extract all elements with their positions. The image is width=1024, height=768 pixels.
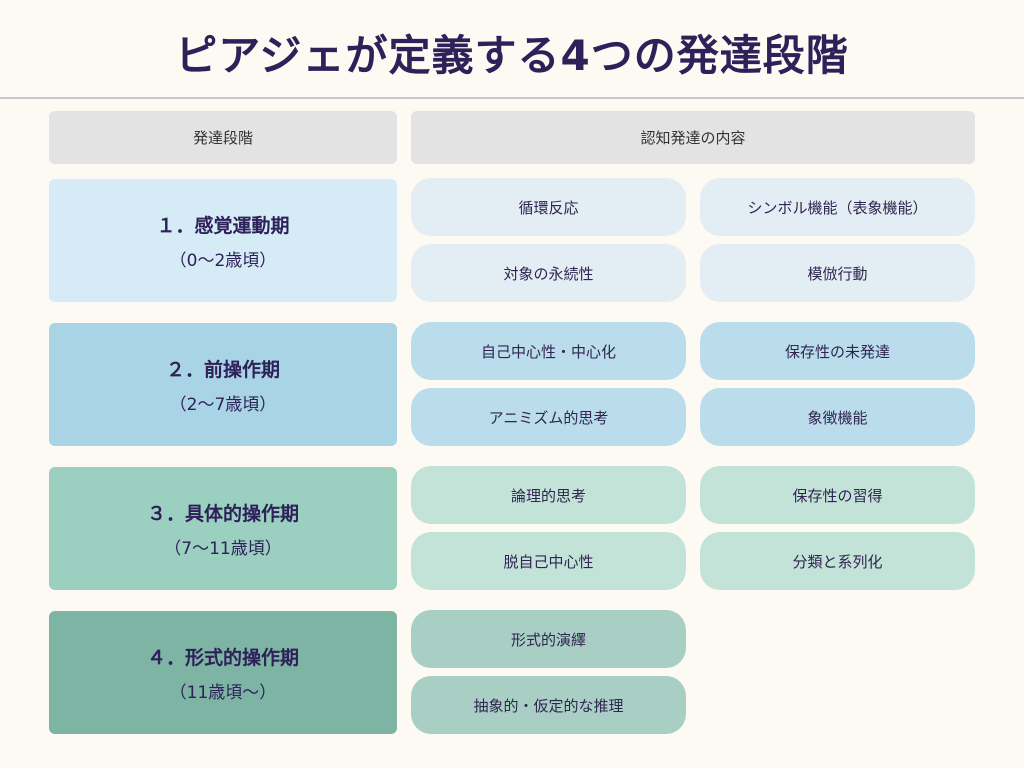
stage-2-name: ２．前操作期 xyxy=(165,358,280,381)
stage-2-age: （2〜7歳頃） xyxy=(169,394,277,415)
stage-2-item-2: 保存性の未発達 xyxy=(700,322,975,380)
stage-1-item-1: 循環反応 xyxy=(411,178,686,236)
stage-2-item-3: アニミズム的思考 xyxy=(411,388,686,446)
stage-3-item-4: 分類と系列化 xyxy=(700,532,975,590)
stage-2-item-4: 象徴機能 xyxy=(700,388,975,446)
page-title: ピアジェが定義する4つの発達段階 xyxy=(175,31,849,80)
stage-3-item-1: 論理的思考 xyxy=(411,466,686,524)
stage-1-name: １．感覚運動期 xyxy=(156,214,290,237)
stage-1-item-3: 対象の永続性 xyxy=(411,244,686,302)
stage-1-box: １．感覚運動期 （0〜2歳頃） xyxy=(49,179,397,302)
stage-2-box: ２．前操作期 （2〜7歳頃） xyxy=(49,323,397,446)
stage-3-item-2: 保存性の習得 xyxy=(700,466,975,524)
stage-3-item-3: 脱自己中心性 xyxy=(411,532,686,590)
stage-1-age: （0〜2歳頃） xyxy=(169,250,277,271)
stage-3-name: ３．具体的操作期 xyxy=(146,502,299,525)
stage-2-item-1: 自己中心性・中心化 xyxy=(411,322,686,380)
stage-3-age: （7〜11歳頃） xyxy=(164,538,282,559)
title-divider xyxy=(0,97,1024,99)
stage-4-name: ４．形式的操作期 xyxy=(146,646,299,669)
header-stage: 発達段階 xyxy=(49,111,397,164)
stage-1-item-2: シンボル機能（表象機能） xyxy=(700,178,975,236)
stage-3-box: ３．具体的操作期 （7〜11歳頃） xyxy=(49,467,397,590)
stage-4-item-1: 形式的演繹 xyxy=(411,610,686,668)
stage-4-box: ４．形式的操作期 （11歳頃〜） xyxy=(49,611,397,734)
stage-1-item-4: 模倣行動 xyxy=(700,244,975,302)
header-content: 認知発達の内容 xyxy=(411,111,975,164)
stage-4-age: （11歳頃〜） xyxy=(169,682,277,703)
stage-4-item-2: 抽象的・仮定的な推理 xyxy=(411,676,686,734)
